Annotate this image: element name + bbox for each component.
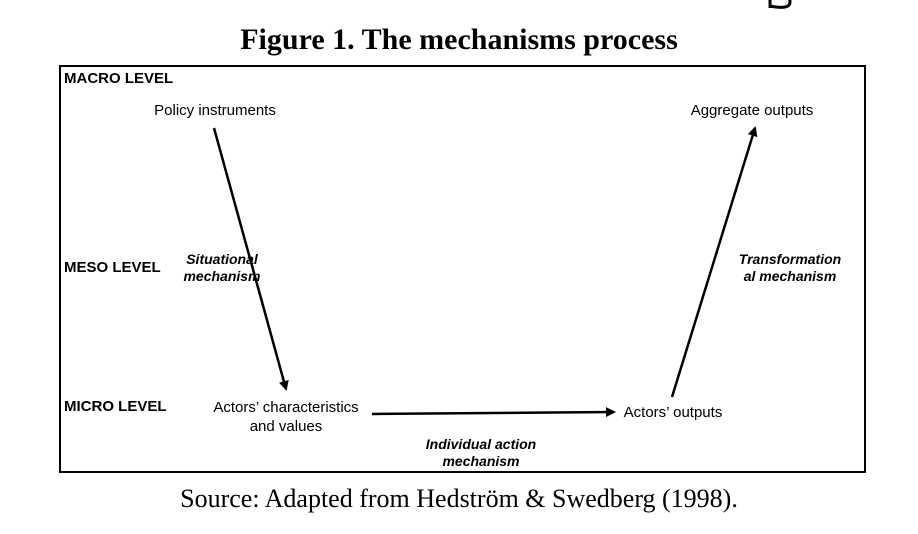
actors-characteristics-line2: and values [249,418,323,435]
micro-level-label: MICRO LEVEL [64,398,167,415]
policy-instruments-node: Policy instruments [154,102,276,119]
actors-characteristics-line1: Actors’ characteristics [213,399,359,416]
individual-action-mechanism-arrow [371,407,616,418]
situational-line2: mechanism [183,268,261,284]
transformation-line2: al mechanism [743,268,837,284]
situational-mechanism-label: Situational mechanism [175,251,269,285]
actors-characteristics-node: Actors’ characteristics and values [205,398,367,436]
figure-title: Figure 1. The mechanisms process [240,23,678,56]
meso-level-label: MESO LEVEL [64,259,161,276]
cropped-text-fragment [768,0,792,9]
cropped-page-text [0,0,918,20]
transformation-mechanism-label: Transformation al mechanism [724,251,856,285]
figure-source-caption: Source: Adapted from Hedström & Swedberg… [180,484,738,513]
actors-outputs-node: Actors’ outputs [623,404,723,421]
individual-action-line2: mechanism [442,453,520,469]
macro-level-label: MACRO LEVEL [64,70,174,87]
individual-action-mechanism-label: Individual action mechanism [405,436,557,470]
transformation-mechanism-arrow [670,126,758,398]
situational-mechanism-arrow [212,127,289,391]
aggregate-outputs-node: Aggregate outputs [690,102,814,119]
individual-action-line1: Individual action [425,436,537,452]
diagram-frame [59,65,866,473]
situational-line1: Situational [186,251,258,267]
transformation-line1: Transformation [738,251,842,267]
